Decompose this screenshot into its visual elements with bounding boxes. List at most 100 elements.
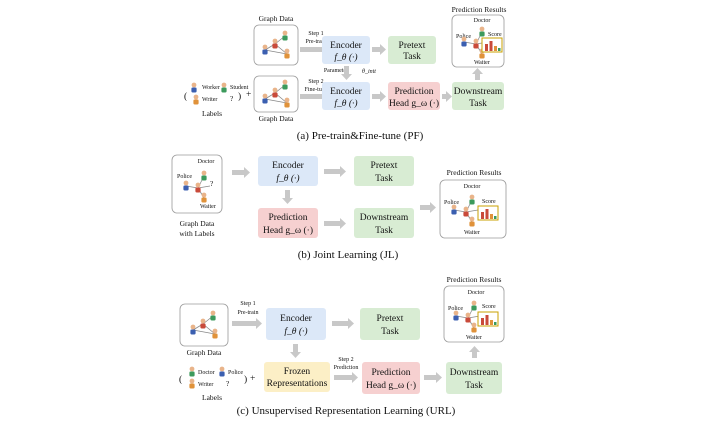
a-label-person-3 — [193, 94, 199, 105]
b-qmark: ? — [210, 179, 214, 188]
a-encoder-top-fn: f_θ (·) — [334, 52, 357, 63]
b-arrow-downstream-to-results — [420, 202, 436, 213]
b-results-doctor: Doctor — [464, 184, 481, 190]
a-arrow-param-down — [341, 66, 352, 80]
b-waiter-label: Waiter — [200, 204, 216, 210]
a-downstream-task-label: Task — [469, 99, 487, 109]
c-frozen-label: Frozen — [284, 367, 311, 377]
a-encoder-bottom-box — [322, 82, 370, 110]
a-step2-label: Step 2 — [308, 79, 323, 85]
b-results-panel — [439, 179, 507, 239]
a-pretext-task-label: Task — [403, 52, 421, 62]
b-doctor-label: Doctor — [198, 159, 215, 165]
b-pretext-label: Pretext — [371, 161, 398, 171]
a-downstream-box — [452, 82, 504, 110]
b-graph-data-label: Graph Data — [180, 219, 215, 228]
a-prediction-label: Prediction — [394, 87, 433, 97]
c-results-panel — [443, 285, 505, 343]
c-writer-label: Writer — [198, 382, 213, 388]
a-plus-sign: + — [246, 90, 251, 100]
c-step2-label: Step 2 — [338, 357, 353, 363]
a-head-label: Head g_ω (·) — [389, 98, 439, 109]
c-labels-paren-open: ( — [179, 374, 182, 385]
c-downstream-task-label: Task — [465, 381, 483, 391]
a-step1-label: Step 1 — [308, 31, 323, 37]
c-arrow-encoder-to-pretext — [332, 318, 354, 329]
b-arrow-encoder-to-head — [282, 190, 293, 204]
b-arrow-encoder-to-pretext — [324, 166, 346, 177]
b-prediction-results-label: Prediction Results — [447, 168, 502, 177]
a-finetune-label: Fine-tune — [305, 87, 328, 93]
c-encoder-fn: f_θ (·) — [284, 326, 307, 337]
a-arrow-graph-to-encoder-top — [300, 44, 334, 55]
c-encoder-label: Encoder — [280, 314, 312, 324]
a-arrow-head-to-downstream — [442, 91, 452, 102]
a-encoder-top-box — [322, 36, 370, 64]
c-downstream-box — [446, 362, 502, 394]
a-downstream-label: Downstream — [454, 87, 503, 97]
b-downstream-label: Downstream — [360, 213, 409, 223]
c-results-police: Police — [448, 306, 463, 312]
a-pretext-box — [388, 36, 436, 64]
c-label-person-1 — [189, 366, 195, 377]
a-prediction-head-box — [388, 82, 440, 110]
b-prediction-label: Prediction — [268, 213, 307, 223]
a-encoder-top-label: Encoder — [330, 41, 362, 51]
a-qmark: ? — [230, 94, 234, 103]
a-results-doctor: Doctor — [474, 18, 491, 24]
c-arrow-downstream-to-results — [469, 346, 480, 358]
c-step1-label: Step 1 — [240, 301, 255, 307]
a-label-person-1 — [191, 82, 197, 93]
b-encoder-box — [258, 156, 318, 186]
c-arrow-head-to-downstream — [424, 372, 442, 383]
b-encoder-fn: f_θ (·) — [276, 173, 299, 184]
a-writer-label: Writer — [202, 97, 217, 103]
b-arrow-head-to-downstream — [324, 218, 346, 229]
c-labels-paren-close: ) — [244, 374, 247, 385]
a-arrow-downstream-to-results — [472, 68, 483, 80]
b-arrow-graph-to-encoder — [232, 167, 250, 178]
a-worker-label: Worker — [202, 85, 220, 91]
a-results-score: Score — [488, 32, 502, 38]
c-graph-data-label: Graph Data — [187, 348, 222, 357]
c-encoder-box — [266, 308, 326, 340]
b-downstream-box — [354, 208, 414, 238]
b-prediction-head-box — [258, 208, 318, 238]
b-head-label: Head g_ω (·) — [263, 225, 313, 236]
b-results-police: Police — [444, 200, 459, 206]
a-graph-data-bottom-label: Graph Data — [259, 114, 294, 123]
c-label-person-2 — [219, 366, 225, 377]
a-arrow-graph-to-encoder-bottom — [300, 91, 334, 102]
panel-a: Graph Data Step 1 Pre-train Encoder f_θ … — [184, 5, 506, 142]
a-labels-paren-close: ) — [238, 91, 241, 102]
c-representations-label: Representations — [267, 379, 328, 389]
panel-b: Doctor Police Waiter ? Graph Data with L… — [171, 154, 507, 261]
a-pretext-label: Pretext — [399, 41, 426, 51]
c-arrow-frozen-to-head — [334, 372, 358, 383]
a-parameter-label: Parameter — [324, 68, 348, 74]
a-caption: (a) Pre-train&Fine-tune (PF) — [297, 130, 424, 142]
a-labels-paren-open: ( — [184, 91, 187, 102]
b-with-labels-label: with Labels — [179, 229, 214, 238]
c-pretext-label: Pretext — [377, 314, 404, 324]
a-encoder-bottom-fn: f_θ (·) — [334, 98, 357, 109]
a-arrow-encoder-to-pretext — [372, 44, 386, 55]
a-encoder-bottom-label: Encoder — [330, 87, 362, 97]
c-doctor-label: Doctor — [198, 370, 215, 376]
c-pretext-task-label: Task — [381, 327, 399, 337]
c-label-person-3 — [189, 378, 195, 389]
b-caption: (b) Joint Learning (JL) — [298, 249, 399, 261]
c-plus-sign: + — [250, 374, 255, 384]
c-head-label: Head g_ω (·) — [366, 380, 416, 391]
a-score-chart-icon — [481, 37, 503, 53]
c-caption: (c) Unsupervised Representation Learning… — [237, 405, 456, 417]
a-labels-caption: Labels — [202, 109, 222, 118]
c-pretext-box — [360, 308, 420, 340]
c-prediction-results-label: Prediction Results — [447, 275, 502, 284]
b-encoder-label: Encoder — [272, 161, 304, 171]
c-downstream-label: Downstream — [450, 368, 499, 378]
b-results-waiter: Waiter — [464, 230, 480, 236]
a-prediction-results-label: Prediction Results — [452, 5, 507, 14]
